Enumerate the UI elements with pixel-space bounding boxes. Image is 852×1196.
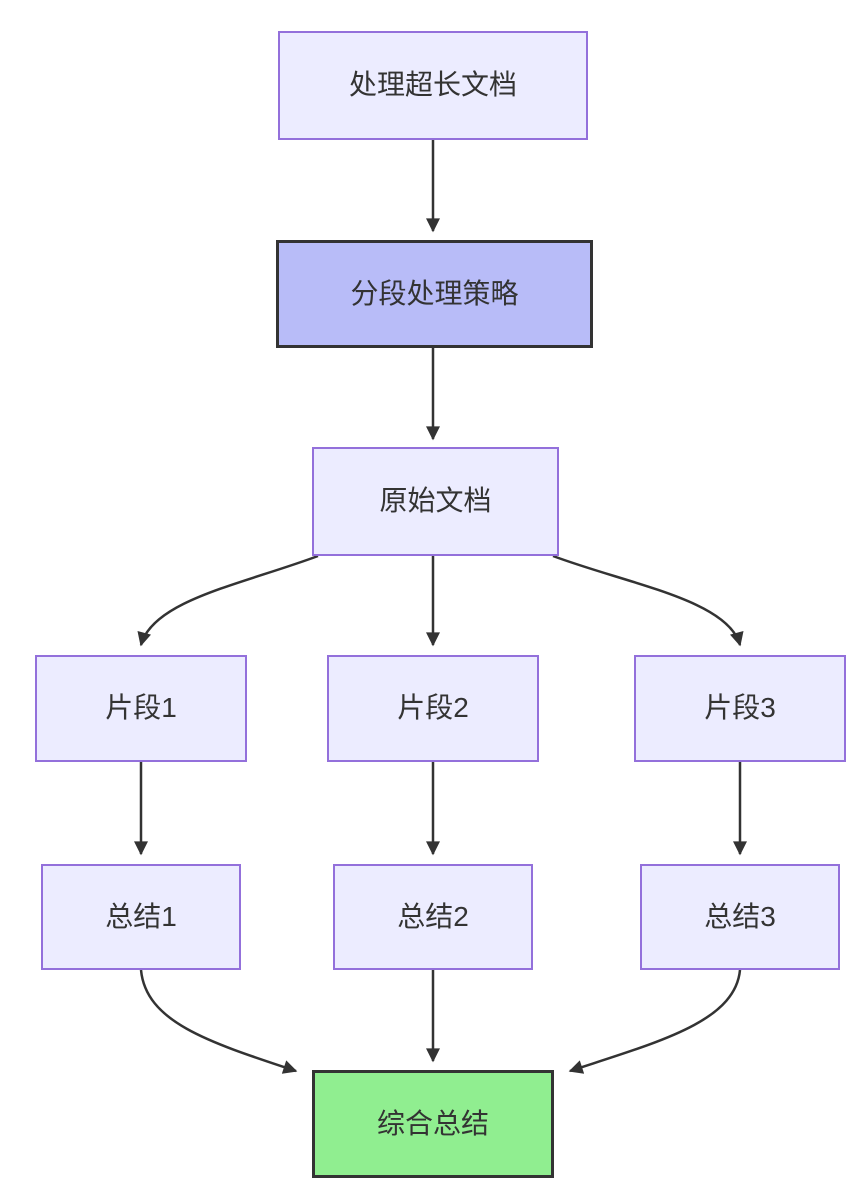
node-final-summary: 综合总结 <box>312 1070 554 1178</box>
edge-original-doc-to-segment3 <box>552 554 744 647</box>
node-summary-3: 总结3 <box>640 864 840 970</box>
node-summary-2: 总结2 <box>333 864 533 970</box>
node-summary-1: 总结1 <box>41 864 241 970</box>
edge-summary3-to-final-summary <box>568 969 742 1074</box>
node-process-long-document: 处理超长文档 <box>278 31 588 140</box>
node-segment-2: 片段2 <box>327 655 539 762</box>
edge-original-doc-to-segment1 <box>137 554 319 647</box>
edge-summary1-to-final-summary <box>139 969 298 1074</box>
node-segment-3: 片段3 <box>634 655 846 762</box>
node-original-document: 原始文档 <box>312 447 559 556</box>
node-segment-1: 片段1 <box>35 655 247 762</box>
node-segmentation-strategy: 分段处理策略 <box>276 240 593 348</box>
